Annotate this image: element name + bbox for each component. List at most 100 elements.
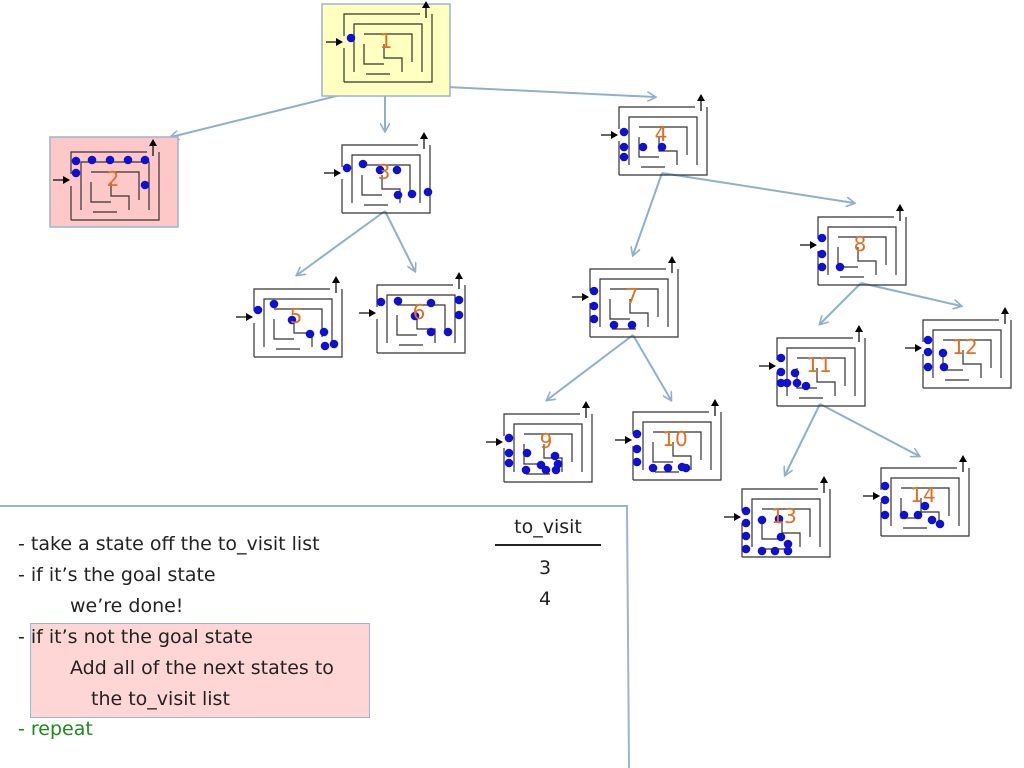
path-dot <box>632 429 642 439</box>
path-dot <box>627 320 637 330</box>
path-dot <box>632 444 642 454</box>
path-dot <box>783 546 793 556</box>
tree-edge-4-8 <box>661 172 854 203</box>
path-dot <box>913 510 923 520</box>
path-dot <box>550 451 560 461</box>
maze-state-5: 5 <box>236 276 343 358</box>
path-dot <box>817 233 827 243</box>
path-dot <box>776 353 786 363</box>
maze-state-12: 12 <box>905 307 1012 389</box>
maze-inner-walls <box>786 347 856 399</box>
path-dot <box>741 518 751 528</box>
path-dot <box>741 544 751 554</box>
path-dot <box>792 378 802 388</box>
path-dot <box>880 510 890 520</box>
path-dot <box>648 463 658 473</box>
state-label-12: 12 <box>952 335 977 359</box>
step-take-state: - take a state off the to_visit list <box>18 533 320 555</box>
tree-edge-3-5 <box>297 210 386 275</box>
tree-edge-11-13 <box>785 403 821 475</box>
to-visit-underline <box>495 544 601 546</box>
path-dot <box>320 341 330 351</box>
path-dot <box>426 327 436 337</box>
state-label-7: 7 <box>626 284 639 308</box>
path-dot <box>927 515 937 525</box>
state-label-5: 5 <box>290 304 303 328</box>
panel-border <box>0 505 630 768</box>
maze-inner-walls <box>263 298 333 350</box>
maze-outer-wall <box>70 151 160 221</box>
maze-state-8: 8 <box>800 204 907 286</box>
path-dot <box>741 506 751 516</box>
path-dot <box>454 295 464 305</box>
step-add-next-cont: the to_visit list <box>91 688 230 710</box>
maze-outer-wall <box>343 13 433 83</box>
path-dot <box>423 187 433 197</box>
path-dot <box>376 297 386 307</box>
maze-state-7: 7 <box>572 256 679 338</box>
path-dot <box>677 462 687 472</box>
path-dot <box>801 381 811 391</box>
path-dot <box>358 159 368 169</box>
tree-edge-8-11 <box>820 282 862 324</box>
maze-inner-walls <box>353 23 423 75</box>
maze-state-4: 4 <box>601 94 708 176</box>
path-dot <box>140 180 150 190</box>
path-dot <box>329 339 339 349</box>
path-dot <box>632 457 642 467</box>
path-dot <box>880 495 890 505</box>
path-dot <box>757 546 767 556</box>
maze-state-10: 10 <box>615 399 722 481</box>
state-label-2: 2 <box>107 167 120 191</box>
path-dot <box>287 315 297 325</box>
step-add-next: Add all of the next states to <box>70 657 334 679</box>
state-label-4: 4 <box>655 122 668 146</box>
path-dot <box>443 327 453 337</box>
path-dot <box>770 546 780 556</box>
path-dot <box>393 190 403 200</box>
path-dot <box>589 286 599 296</box>
maze-inner-walls <box>386 294 456 346</box>
tree-edge-8-12 <box>860 282 961 306</box>
path-dot <box>790 368 800 378</box>
maze-state-1: 1 <box>321 1 451 97</box>
step-repeat: - repeat <box>18 718 93 740</box>
path-dot <box>609 320 619 330</box>
path-dot <box>835 262 845 272</box>
step-if-goal: - if it’s the goal state <box>18 564 216 586</box>
path-dot <box>305 329 315 339</box>
maze-outer-wall <box>922 319 1012 389</box>
maze-outer-wall <box>376 284 466 354</box>
maze-outer-wall <box>880 467 970 537</box>
path-dot <box>817 262 827 272</box>
path-dot <box>454 310 464 320</box>
path-dot <box>939 362 949 372</box>
path-dot <box>504 458 514 468</box>
path-dot <box>741 531 751 541</box>
path-dot <box>589 314 599 324</box>
path-dot <box>923 362 933 372</box>
maze-inner-walls <box>751 498 821 550</box>
state-label-10: 10 <box>662 427 687 451</box>
path-dot <box>923 335 933 345</box>
path-dot <box>105 155 115 165</box>
path-dot <box>71 156 81 166</box>
maze-outer-wall <box>503 413 593 483</box>
path-dot <box>123 155 133 165</box>
maze-outer-wall <box>253 288 343 358</box>
tree-edge-3-6 <box>384 210 415 271</box>
state-label-9: 9 <box>540 429 553 453</box>
path-dot <box>342 163 352 173</box>
step-done: we’re done! <box>70 595 184 617</box>
path-dot <box>407 189 417 199</box>
state-highlight-1 <box>321 3 451 97</box>
path-dot <box>541 465 551 475</box>
to-visit-item: 4 <box>538 588 552 610</box>
tree-edges <box>171 83 961 475</box>
path-dot <box>346 33 356 43</box>
not-goal-highlight-box <box>30 623 370 718</box>
state-label-3: 3 <box>378 160 391 184</box>
path-dot <box>522 448 532 458</box>
state-label-13: 13 <box>771 504 796 528</box>
tree-edge-7-10 <box>632 334 671 400</box>
